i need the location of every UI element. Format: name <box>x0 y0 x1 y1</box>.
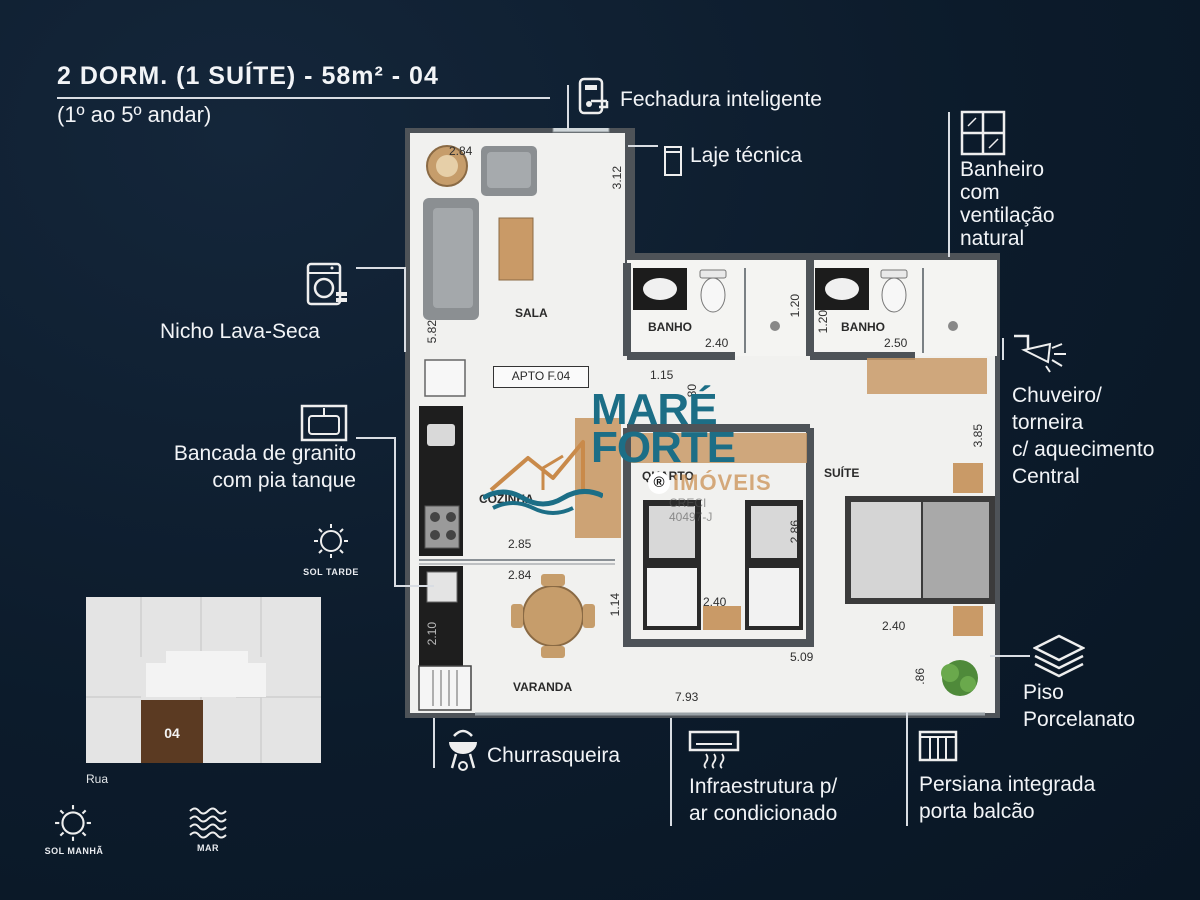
sun-afternoon-label: SOL TARDE <box>303 567 359 577</box>
apt-label-box: APTO F.04 <box>493 366 589 388</box>
lock-leader <box>567 85 569 130</box>
dim-suite-width: 2.40 <box>882 619 906 633</box>
shower-icon <box>1012 332 1070 374</box>
sun-afternoon-icon <box>313 523 349 559</box>
washing-machine-icon <box>306 262 348 308</box>
plan-title: 2 DORM. (1 SUÍTE) - 58m² - 04 <box>57 62 439 90</box>
dim-sala-depth-top: 3.12 <box>610 166 624 190</box>
unit-04-highlight <box>141 700 203 763</box>
apt-label: APTO F.04 <box>511 369 571 383</box>
blinds-icon <box>918 730 958 762</box>
vent-leader <box>948 112 950 257</box>
dim-varanda-width: 2.84 <box>508 568 532 582</box>
sea-waves-icon <box>188 805 228 839</box>
sink-icon <box>300 404 348 442</box>
slab-icon <box>663 145 683 177</box>
brand-word-3: IMÓVEIS <box>673 470 772 495</box>
house-wave-logo-icon <box>483 440 603 515</box>
dim-banho1-width: 2.40 <box>705 336 729 350</box>
dim-banho1-depth: 1.20 <box>788 294 802 318</box>
room-suite: SUÍTE <box>824 466 860 480</box>
dim-varanda-suite: .86 <box>913 668 927 685</box>
counter-leader-h <box>394 585 434 587</box>
brand-word-1: MARÉ <box>591 385 718 434</box>
feature-bath-ventilation: Banheiro com ventilação natural <box>960 158 1055 250</box>
dim-sink: 2.10 <box>425 622 439 646</box>
dim-quarto-width: 2.40 <box>703 595 727 609</box>
room-sala: SALA <box>515 306 548 320</box>
laundry-leader-v <box>404 267 406 352</box>
room-varanda: VARANDA <box>513 680 573 694</box>
dim-varanda-depth: 1.14 <box>608 593 622 617</box>
sun-morning-label: SOL MANHÃ <box>44 846 104 856</box>
dim-total-width: 7.93 <box>675 690 699 704</box>
feature-smart-lock: Fechadura inteligente <box>620 88 822 111</box>
dim-hall: 1.15 <box>650 368 674 382</box>
title-divider <box>57 97 550 99</box>
unit-number: 04 <box>164 725 180 741</box>
key-plan: 04 <box>86 597 321 763</box>
dim-sala-depth: 5.82 <box>425 320 439 344</box>
dim-sala-width: 2.84 <box>449 144 473 158</box>
floor-leader <box>990 655 1030 657</box>
dim-banho2-depth: 1.20 <box>816 310 830 334</box>
air-conditioner-icon <box>688 730 740 770</box>
feature-air-conditioning: Infraestrutura p/ ar condicionado <box>689 775 838 825</box>
feature-porcelain-floor: Piso Porcelanato <box>1023 681 1136 731</box>
laundry-leader <box>356 267 406 269</box>
blind-leader <box>906 712 908 826</box>
brand-word-2: FORTE <box>591 423 736 472</box>
brand-creci: CRECI 40497-J <box>669 496 713 524</box>
grill-leader <box>433 718 435 768</box>
feature-technical-slab: Laje técnica <box>690 144 803 167</box>
watermark-logo: MARÉ FORTE IMÓVEIS CRECI 40497-J ® <box>483 385 771 524</box>
feature-integrated-blind: Persiana integrada porta balcão <box>919 773 1096 823</box>
floor-range: (1º ao 5º andar) <box>57 102 212 127</box>
tiles-layers-icon <box>1033 634 1085 678</box>
sea-label: MAR <box>197 843 219 853</box>
sun-morning-icon <box>54 804 92 842</box>
feature-laundry-niche: Nicho Lava-Seca <box>160 320 320 343</box>
shower-leader <box>1002 338 1004 360</box>
dim-quarto-depth: 2.86 <box>788 520 802 544</box>
room-banho-1: BANHO <box>648 320 692 334</box>
smart-lock-icon <box>577 77 611 117</box>
floor-plan: APTO F.04 SALA BANHO BANHO COZINHA QUART… <box>400 123 1005 723</box>
window-icon <box>960 110 1006 156</box>
street-label: Rua <box>86 772 109 786</box>
dim-cozinha-width: 2.85 <box>508 537 532 551</box>
feature-granite-counter: Bancada de granito com pia tanque <box>173 442 356 492</box>
registered-mark: ® <box>648 472 670 494</box>
slab-leader <box>628 145 658 147</box>
feature-shower: Chuveiro/ torneira c/ aquecimento Centra… <box>1012 384 1155 488</box>
dim-suite-depth: 3.85 <box>971 424 985 448</box>
room-banho-2: BANHO <box>841 320 885 334</box>
counter-leader <box>356 437 396 439</box>
counter-leader-v <box>394 437 396 587</box>
ac-leader <box>670 718 672 826</box>
dim-banho2-width: 2.50 <box>884 336 908 350</box>
feature-barbecue: Churrasqueira <box>487 744 621 767</box>
dim-bedrooms-total: 5.09 <box>790 650 814 664</box>
barbecue-grill-icon <box>446 728 480 772</box>
